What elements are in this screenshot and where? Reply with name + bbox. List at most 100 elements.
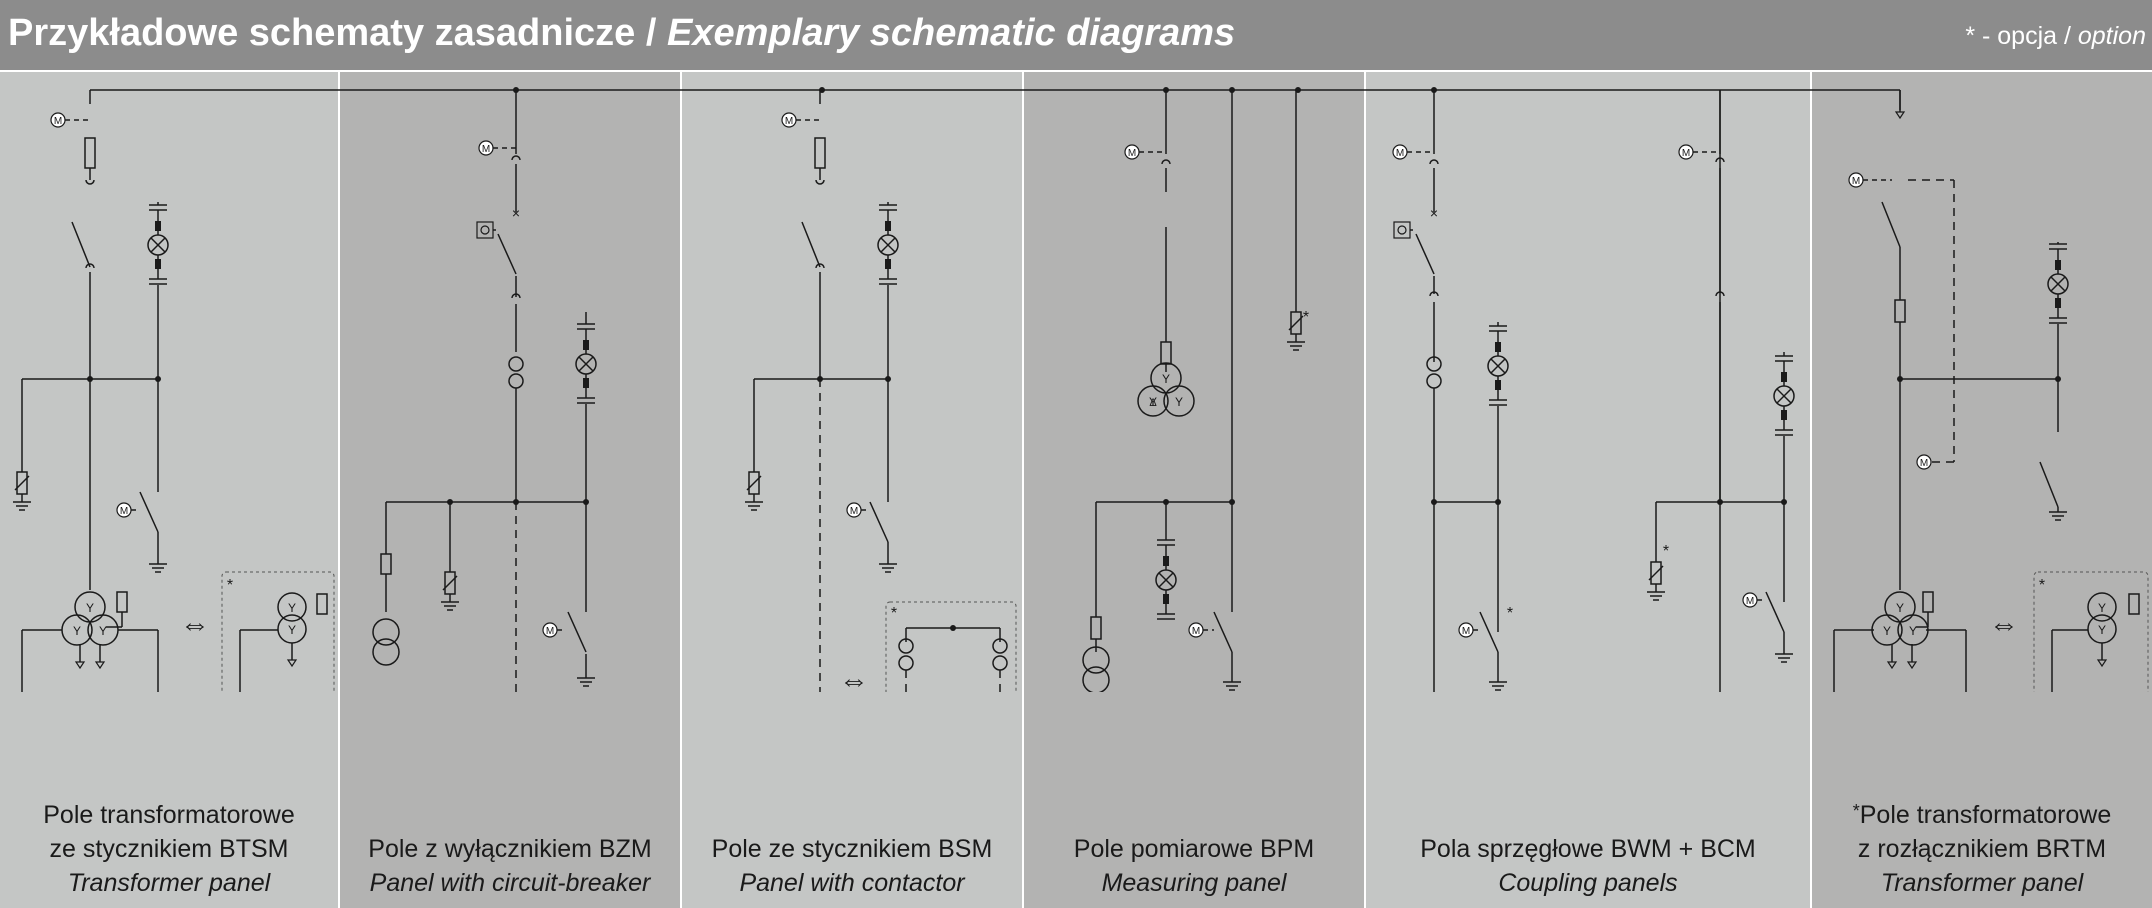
winding-label: Y: [288, 601, 296, 615]
lamp-icon: [1776, 388, 1792, 404]
current-transformer-icon: [508, 356, 524, 372]
motor-label: M: [1682, 148, 1690, 159]
plug-contact-icon: [85, 179, 95, 185]
switch-blade: [801, 221, 821, 268]
switch-blade: [71, 221, 91, 268]
indicator-plug: [583, 378, 589, 388]
winding-label: Y: [99, 624, 107, 638]
indicator-plug: [2055, 260, 2061, 270]
caption-bpm-line1: Pole pomiarowe BPM: [1073, 835, 1315, 863]
indicator-plug: [1781, 372, 1787, 382]
schematic-bzm: M×M: [372, 90, 597, 692]
terminal-triangle: [74, 661, 86, 670]
surge-arrester-icon: [1648, 565, 1664, 581]
motor-label: M: [1396, 148, 1404, 159]
lamp-icon: [880, 237, 896, 253]
winding-label: Y: [2098, 601, 2106, 615]
indicator-plug: [155, 221, 161, 231]
plug-contact-icon: [511, 155, 521, 161]
fuse-icon: [116, 591, 128, 613]
motor-label: M: [1852, 176, 1860, 187]
caption-bwm-line2: Coupling panels: [1498, 869, 1678, 897]
surge-arrester-icon: [14, 475, 30, 491]
winding-label: Y: [1175, 395, 1183, 409]
schematic-bwm-bcm: M×M*M*M: [1392, 90, 1795, 692]
page-title: Przykładowe schematy zasadnicze / Exempl…: [8, 12, 1235, 55]
switch-blade: [1479, 611, 1499, 653]
switch-blade: [2039, 461, 2059, 508]
switch-blade: [1415, 233, 1435, 275]
plug-contact-icon: [1429, 159, 1439, 165]
terminal-triangle: [1894, 111, 1906, 120]
surge-arrester-icon: [1288, 315, 1304, 331]
caption-bzm-line2: Panel with circuit-breaker: [369, 869, 651, 897]
optional-star: *: [227, 577, 233, 594]
junction-dot: [950, 625, 956, 631]
current-transformer-icon: [508, 373, 524, 389]
motor-label: M: [1192, 626, 1200, 637]
surge-arrester-icon: [442, 575, 458, 591]
switch-blade: [497, 233, 517, 275]
caption-bsm-line1: Pole ze stycznikiem BSM: [711, 835, 993, 863]
fuse-icon: [2128, 593, 2140, 615]
caption-bsm: Pole ze stycznikiem BSM Panel with conta…: [682, 832, 1022, 900]
indicator-plug: [1163, 556, 1169, 566]
current-transformer-icon: [992, 655, 1008, 671]
caption-btsm-line1: Pole transformatorowe: [43, 801, 295, 829]
motor-label: M: [1462, 626, 1470, 637]
fuse-icon: [84, 137, 96, 169]
current-transformer-icon: [898, 655, 914, 671]
optional-frame: [885, 601, 1017, 692]
transformer-winding-icon: [1163, 385, 1195, 417]
caption-btsm: Pole transformatorowe ze stycznikiem BTS…: [0, 798, 338, 900]
lamp-icon: [2050, 276, 2066, 292]
current-transformer-icon: [898, 638, 914, 654]
voltage-transformer-icon: [372, 638, 400, 666]
optional-star: *: [891, 605, 897, 622]
switch-blade: [1213, 611, 1233, 653]
caption-brtm-line2: z rozłącznikiem BRTM: [1857, 835, 2107, 863]
caption-bpm-line2: Measuring panel: [1101, 869, 1287, 897]
indicator-plug: [155, 259, 161, 269]
terminal-triangle: [2096, 659, 2108, 668]
lamp-icon: [1158, 572, 1174, 588]
control-unit-icon: [1393, 221, 1411, 239]
title-english: Exemplary schematic diagrams: [666, 12, 1236, 54]
optional-star: *: [1303, 309, 1309, 326]
plug-contact-icon: [1429, 291, 1439, 297]
plug-contact-icon: [1715, 291, 1725, 297]
caption-btsm-line2: ze stycznikiem BTSM: [49, 835, 289, 863]
caption-brtm-line1: Pole transformatorowe: [1859, 801, 2112, 829]
caption-bsm-line2: Panel with contactor: [739, 869, 965, 897]
motor-label: M: [546, 626, 554, 637]
lamp-icon: [150, 237, 166, 253]
motor-drive-icon: [1916, 454, 1932, 470]
control-unit-icon: [1397, 225, 1407, 235]
caption-brtm-star: *: [1852, 801, 1860, 821]
current-transformer-icon: [1426, 373, 1442, 389]
caption-bwm-bcm: Pola sprzęgłowe BWM + BCM Coupling panel…: [1366, 832, 1810, 900]
motor-label: M: [1128, 148, 1136, 159]
optional-star: *: [1507, 605, 1513, 622]
transformer-winding-icon: [2087, 592, 2117, 622]
caption-brtm-line3: Transformer panel: [1880, 869, 2084, 897]
winding-label: Y: [1896, 601, 1904, 615]
indicator-plug: [1163, 594, 1169, 604]
plug-contact-icon: [511, 293, 521, 299]
header-bar: Przykładowe schematy zasadnicze / Exempl…: [0, 0, 2152, 70]
caption-bwm-line1: Pola sprzęgłowe BWM + BCM: [1420, 835, 1756, 863]
switch-blade: [139, 491, 159, 533]
indicator-plug: [1495, 380, 1501, 390]
winding-label: Y: [1909, 624, 1917, 638]
current-transformer-icon: [992, 638, 1008, 654]
caption-btsm-line3: Transformer panel: [67, 869, 271, 897]
wire: [1719, 90, 1721, 692]
fuse-icon: [316, 593, 328, 615]
transformer-winding-icon: [1137, 385, 1169, 417]
fuse-icon: [1894, 299, 1906, 323]
indicator-plug: [1781, 410, 1787, 420]
